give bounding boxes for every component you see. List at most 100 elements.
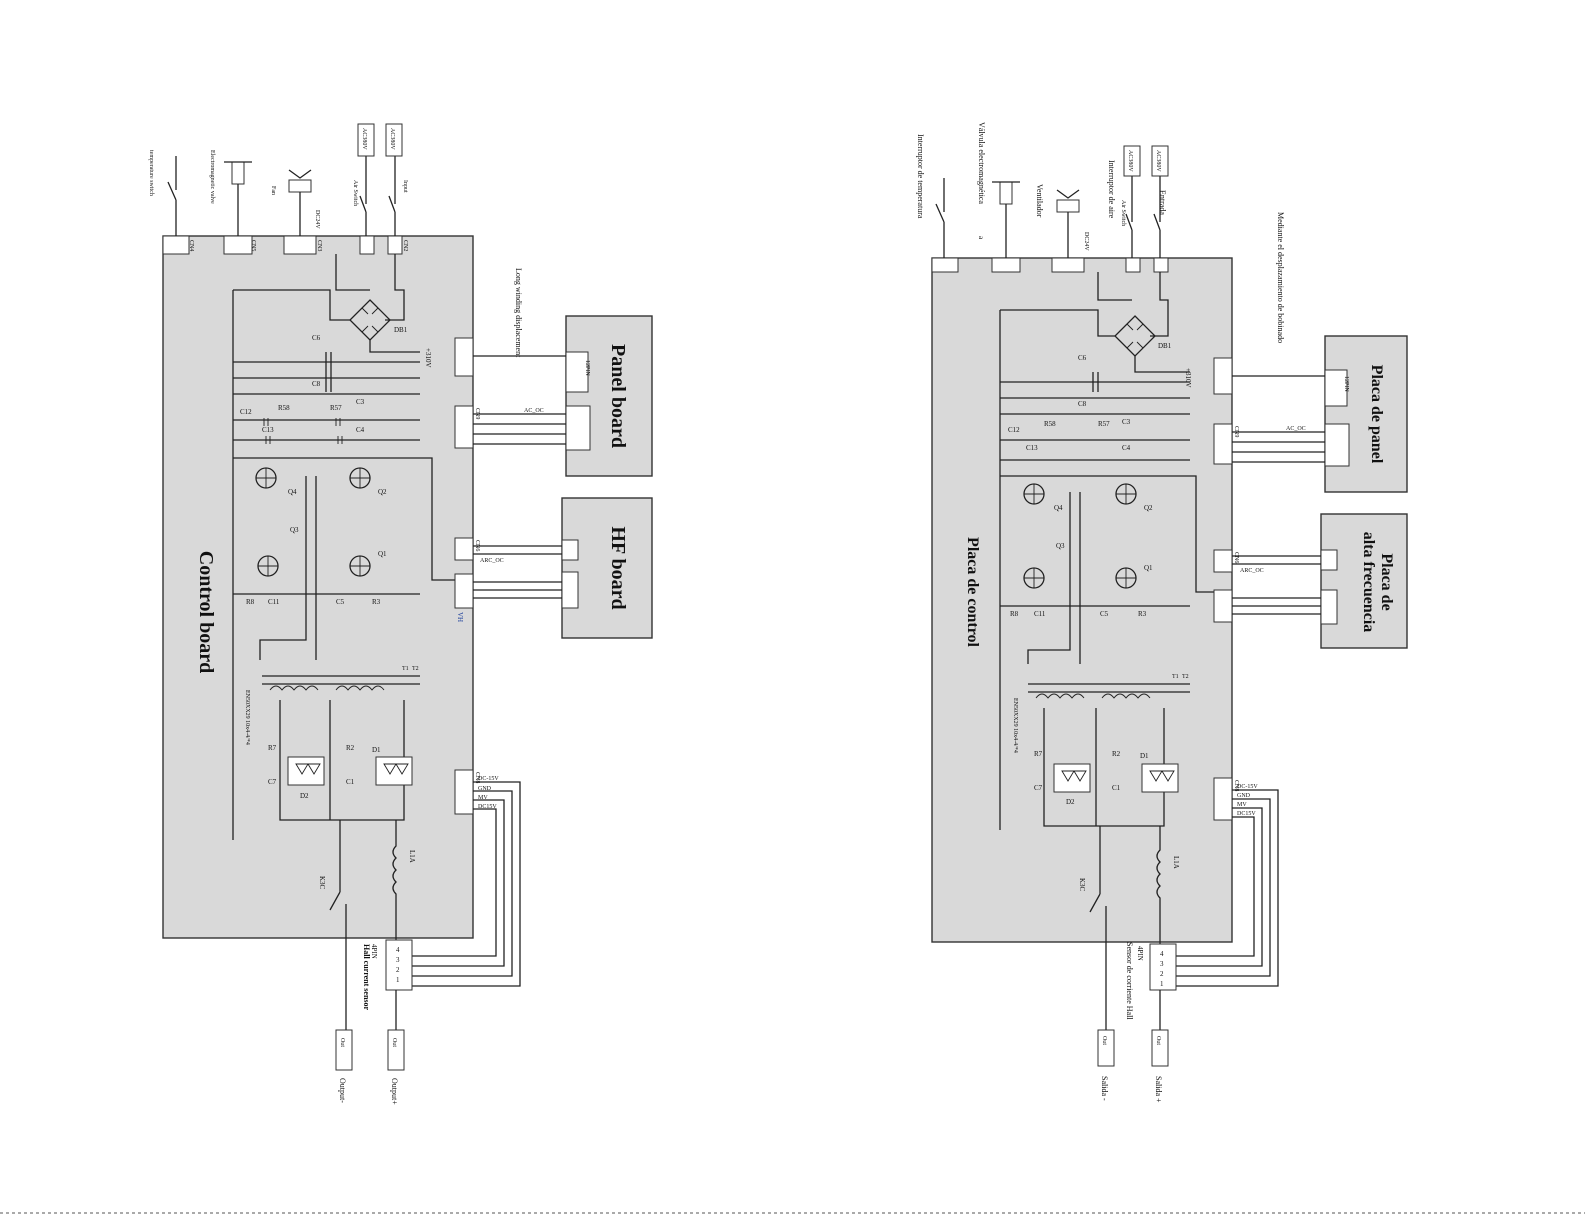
label-input: Input (402, 180, 408, 193)
svg-text:L1A: L1A (1172, 856, 1180, 869)
svg-text:AC380V: AC380V (1155, 150, 1161, 172)
svg-text:DC15V: DC15V (1237, 811, 1256, 817)
svg-text:DC24V: DC24V (1083, 232, 1089, 251)
conn-fan (283, 235, 317, 255)
svg-text:C8: C8 (312, 380, 321, 388)
igbt-q3: Q3 (257, 526, 299, 577)
svg-text:AC380V: AC380V (361, 128, 367, 150)
svg-text:CN8: CN8 (1233, 780, 1239, 791)
conn-cn2-b (387, 235, 403, 255)
control-board (162, 235, 474, 939)
svg-text:GND: GND (478, 786, 492, 792)
igbt-q4: Q4 (255, 467, 297, 496)
svg-text:C7: C7 (1034, 784, 1043, 792)
svg-text:C12: C12 (240, 408, 252, 416)
svg-text:C6: C6 (1078, 354, 1087, 362)
cn9-connector (454, 405, 474, 449)
svg-text:R3: R3 (1138, 610, 1147, 618)
svg-text:Q1: Q1 (1144, 564, 1153, 572)
svg-text:T2: T2 (1182, 674, 1189, 680)
svg-text:Out: Out (391, 1038, 397, 1047)
conn-cn2-a (359, 235, 375, 255)
svg-text:C1: C1 (346, 778, 355, 786)
igbt-q1: Q1 (349, 550, 387, 577)
label-temp-switch: temperature switch (148, 150, 154, 196)
output-plus-terminal (387, 1029, 405, 1071)
svg-text:12PIN: 12PIN (584, 360, 590, 376)
igbt-q4-es: Q4 (1023, 483, 1063, 512)
output-plus-label: Output+ (390, 1078, 399, 1105)
svg-text:MV: MV (1237, 802, 1247, 808)
svg-text:Q4: Q4 (288, 488, 297, 496)
svg-text:R8: R8 (1010, 610, 1019, 618)
svg-text:C7: C7 (268, 778, 277, 786)
svg-text:CN4: CN4 (188, 240, 194, 251)
svg-text:Q1: Q1 (378, 550, 387, 558)
svg-text:+310V: +310V (1184, 368, 1192, 388)
svg-text:CN3: CN3 (316, 240, 322, 251)
svg-text:4PIN: 4PIN (370, 944, 378, 959)
svg-text:Out: Out (339, 1038, 345, 1047)
hall-sensor-connector (385, 939, 413, 991)
svg-text:R2: R2 (1112, 750, 1121, 758)
svg-text:R57: R57 (1098, 420, 1110, 428)
svg-text:D1: D1 (1140, 752, 1149, 760)
air-switch-symbol (359, 150, 396, 236)
svg-text:T1: T1 (402, 666, 409, 672)
hf-cn1-box (561, 571, 579, 609)
igbt-q1-es: Q1 (1115, 564, 1153, 589)
left-diagram: Control board Panel board 12PIN HF board… (148, 123, 653, 1105)
cn6-connector (454, 537, 474, 561)
cn1-connector (454, 573, 474, 609)
fan-symbol (288, 179, 312, 193)
svg-text:1: 1 (1160, 980, 1164, 988)
svg-text:a: a (977, 236, 985, 240)
label-interruptor-aire: Interruptor de aire (1107, 160, 1116, 219)
svg-text:Q3: Q3 (1056, 542, 1065, 550)
cn7-connector (454, 337, 474, 377)
svg-text:4: 4 (1160, 950, 1164, 958)
svg-text:R8: R8 (246, 598, 255, 606)
panel-12pin-box (565, 351, 589, 393)
svg-text:C11: C11 (268, 598, 280, 606)
control-board-title: Control board (195, 551, 217, 673)
svg-text:L1A: L1A (408, 850, 416, 863)
svg-text:Out: Out (1155, 1036, 1161, 1045)
label-air-switch: Air Switch (352, 180, 358, 206)
nota-bobinado: Mediante el desplazamiento de bobinado (1276, 212, 1285, 343)
hf-board-title: HF board (607, 526, 629, 609)
relay-k3c (329, 820, 347, 940)
diode-module-d2 (287, 756, 325, 786)
svg-text:Q4: Q4 (1054, 504, 1063, 512)
salida-menos-label: Salida - (1100, 1076, 1109, 1101)
label-fan: Fan (270, 186, 276, 195)
right-diagram: Placa de control Placa de panel 12PIN Pl… (916, 122, 1408, 1103)
svg-text:3: 3 (1160, 960, 1164, 968)
svg-text:T2: T2 (412, 666, 419, 672)
svg-text:R7: R7 (268, 744, 277, 752)
label-ventilador: Ventilador (1035, 184, 1044, 218)
label-valvula: Válvula electromagnética (977, 122, 986, 204)
diode-module-d1 (375, 756, 413, 786)
svg-text:C4: C4 (356, 426, 365, 434)
svg-text:DC15V: DC15V (478, 804, 497, 810)
svg-text:K3C: K3C (318, 876, 326, 890)
svg-text:AC_OC: AC_OC (524, 408, 544, 414)
svg-text:C5: C5 (1100, 610, 1109, 618)
svg-text:4: 4 (396, 946, 400, 954)
hf-board (561, 497, 653, 639)
svg-text:R2: R2 (346, 744, 355, 752)
svg-text:2: 2 (396, 966, 400, 974)
conn-valve (223, 235, 253, 255)
output-minus-label: Output- (338, 1078, 347, 1103)
svg-text:D1: D1 (372, 746, 381, 754)
svg-text:CN8: CN8 (474, 772, 480, 783)
svg-text:C8: C8 (1078, 400, 1087, 408)
svg-text:R58: R58 (278, 404, 290, 412)
svg-text:R3: R3 (372, 598, 381, 606)
svg-text:GND: GND (1237, 793, 1251, 799)
svg-text:EN50XX29 10x4-4/*4: EN50XX29 10x4-4/*4 (1012, 698, 1018, 753)
panel-cn9-box (565, 405, 591, 451)
label-interruptor-temperatura: Interruptor de temperatura (916, 134, 925, 219)
